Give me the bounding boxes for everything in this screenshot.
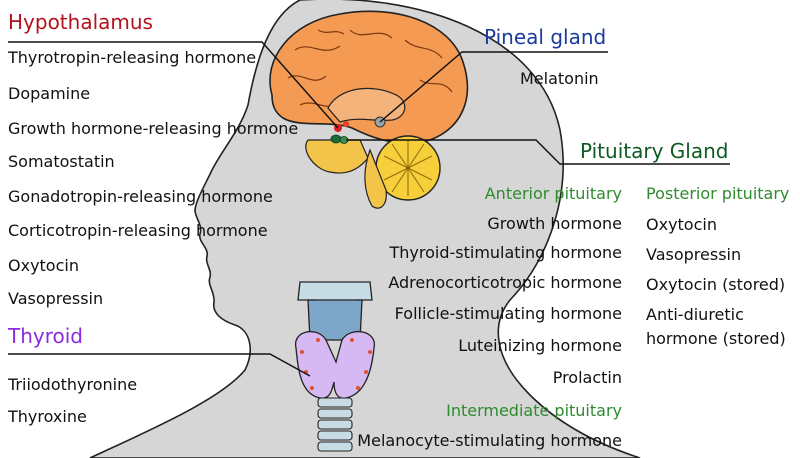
- posterior-hormone: Oxytocin: [646, 215, 717, 234]
- hypothalamus-hormone: Gonadotropin-releasing hormone: [8, 187, 273, 206]
- hypothalamus-title: Hypothalamus: [8, 10, 153, 34]
- pineal-title: Pineal gland: [484, 25, 607, 49]
- anterior-hormone: Prolactin: [552, 368, 622, 387]
- thyroid-leader: [8, 353, 311, 377]
- posterior-hormone: Vasopressin: [646, 245, 742, 264]
- brain: [269, 10, 469, 174]
- anterior-hormone: Follicle-stimulating hormone: [394, 304, 622, 323]
- anterior-hormone: Growth hormone: [487, 214, 622, 233]
- posterior-pituitary-title: Posterior pituitary: [646, 184, 790, 203]
- hypothalamus-hormone: Corticotropin-releasing hormone: [8, 221, 268, 240]
- pineal-leader: [379, 51, 608, 123]
- pituitary-leader: [346, 139, 730, 165]
- larynx: [297, 281, 373, 341]
- hypothalamus-hormone: Oxytocin: [8, 256, 79, 275]
- hypothalamus-hormone: Growth hormone-releasing hormone: [8, 119, 299, 138]
- pituitary-marker: [330, 134, 349, 144]
- thyroid-hormone: Thyroxine: [8, 407, 87, 426]
- intermediate-pituitary-title: Intermediate pituitary: [446, 401, 622, 420]
- pineal-hormone: Melatonin: [520, 69, 599, 88]
- anterior-hormone: Luteinizing hormone: [458, 336, 622, 355]
- posterior-hormone: hormone (stored): [646, 329, 786, 348]
- thyroid-title: Thyroid: [8, 324, 83, 348]
- cerebellum: [364, 135, 441, 209]
- hypothalamus-hormone: Thyrotropin-releasing hormone: [8, 48, 257, 67]
- thyroid-hormone: Triiodothyronine: [8, 375, 138, 394]
- anterior-hormone: Adrenocorticotropic hormone: [388, 273, 622, 292]
- posterior-hormone: Oxytocin (stored): [646, 275, 786, 294]
- head-silhouette: [89, 0, 641, 458]
- hypothalamus-hormone: Vasopressin: [8, 289, 104, 308]
- trachea: [317, 397, 353, 452]
- hypothalamus-hormone: Somatostatin: [8, 152, 115, 171]
- hypothalamus-leader: [8, 41, 339, 129]
- anterior-pituitary-title: Anterior pituitary: [484, 184, 622, 203]
- pituitary-title: Pituitary Gland: [580, 139, 729, 163]
- posterior-hormone: Anti-diuretic: [646, 305, 744, 324]
- intermediate-hormone: Melanocyte-stimulating hormone: [357, 431, 622, 450]
- hypothalamus-hormone: Dopamine: [8, 84, 91, 103]
- anterior-hormone: Thyroid-stimulating hormone: [389, 243, 623, 262]
